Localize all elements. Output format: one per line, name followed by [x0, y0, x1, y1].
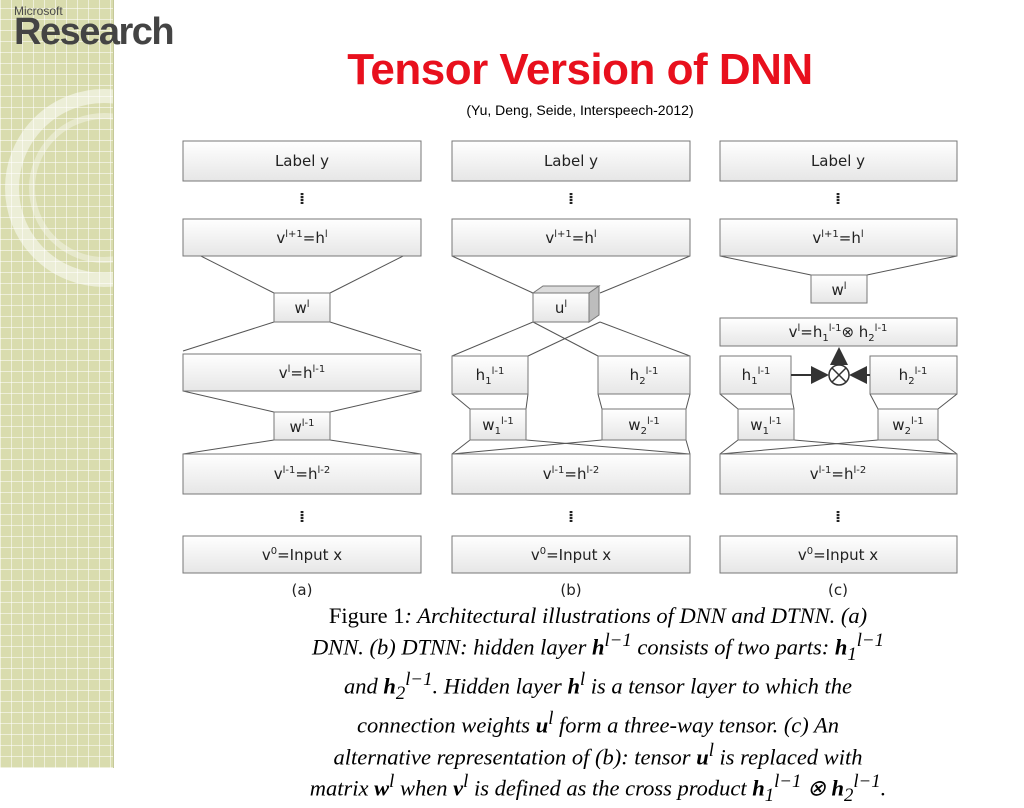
slide-title: Tensor Version of DNN	[347, 45, 813, 94]
panel-c-top-layer-box	[719, 218, 958, 257]
panel-a-input-box	[182, 535, 422, 574]
caption-figure-label: Figure 1	[328, 603, 405, 628]
panel-c-label: (c)	[828, 581, 848, 599]
panel-b-h2-box	[597, 355, 691, 395]
panel-b-label-y: Label y	[544, 152, 598, 170]
logo-microsoft-text: Microsoft	[14, 4, 63, 18]
figure-caption: Figure 1: Architectural illustrations of…	[309, 603, 887, 806]
panel-a-input: v0=Input x	[262, 546, 342, 564]
panel-a	[182, 246, 422, 455]
panel-b-label: (b)	[560, 581, 581, 599]
panel-c-w2-box	[877, 408, 939, 441]
panel-c-input-box	[719, 535, 958, 574]
panel-b-ellipsis-top: ⁞	[568, 189, 574, 208]
panel-c-cross-product-node	[791, 347, 870, 386]
panel-b-label-y-box	[451, 140, 691, 182]
panel-b-h1-box	[451, 355, 529, 395]
panel-a-label-y: Label y	[275, 152, 329, 170]
microsoft-research-logo: Microsoft Research	[14, 4, 175, 53]
panel-b-top-layer-box	[451, 218, 691, 257]
panel-a-label: (a)	[292, 581, 313, 599]
panel-c-weight-top: wl	[831, 281, 846, 299]
panel-c-top-layer: vl+1=hl	[812, 229, 863, 247]
logo-research-text: Research	[14, 11, 175, 53]
slide-subtitle: (Yu, Deng, Seide, Interspeech-2012)	[466, 102, 694, 118]
panel-a-ellipsis-top: ⁞	[299, 189, 305, 208]
panel-b-w2-box	[601, 408, 687, 441]
panel-b-low-layer-box	[451, 453, 691, 495]
panel-c	[719, 255, 958, 455]
panel-b-input-box	[451, 535, 691, 574]
panel-c-h2-box	[869, 355, 958, 395]
panel-b-ellipsis-bottom: ⁞	[568, 507, 574, 526]
panel-a-weight-top: wl	[294, 299, 309, 317]
panel-b-tensor: ul	[555, 299, 567, 317]
panel-c-ellipsis-bottom: ⁞	[835, 507, 841, 526]
panel-b-w1-box	[469, 408, 527, 441]
panel-a-weight-top-box	[273, 292, 331, 323]
panel-a-weight-low-box	[273, 411, 331, 441]
panel-c-low-layer-box	[719, 453, 958, 495]
panel-c-cross-layer: vl=h1l-1⊗ h2l-1	[789, 323, 888, 344]
panel-b-top-layer: vl+1=hl	[545, 229, 596, 247]
panel-c-input: v0=Input x	[798, 546, 878, 564]
panel-b	[451, 255, 691, 455]
panel-a-top-layer: vl+1=hl	[276, 229, 327, 247]
panel-a-label-y-box	[182, 140, 422, 182]
panel-a-low-layer-box	[182, 453, 422, 495]
panel-c-weight-top-box	[810, 274, 868, 304]
decorative-sidebar: Microsoft Research	[0, 0, 175, 768]
panel-a-ellipsis-bottom: ⁞	[299, 507, 305, 526]
architecture-diagram: Label y ⁞ vl+1=hl wl vl=hl-1 wl-1 vl-1=h…	[182, 140, 958, 599]
decorative-rings	[5, 89, 113, 287]
panel-c-cross-layer-box	[719, 317, 958, 347]
panel-c-ellipsis-top: ⁞	[835, 189, 841, 208]
panel-c-h1-box	[719, 355, 792, 395]
panel-c-w1-box	[737, 408, 795, 441]
panel-b-tensor-cube	[531, 285, 601, 323]
panel-c-label-y-box	[719, 140, 958, 182]
panel-b-input: v0=Input x	[531, 546, 611, 564]
panel-a-mid-layer-box	[182, 353, 422, 392]
panel-a-top-layer-box	[182, 218, 422, 257]
panel-c-label-y: Label y	[811, 152, 865, 170]
